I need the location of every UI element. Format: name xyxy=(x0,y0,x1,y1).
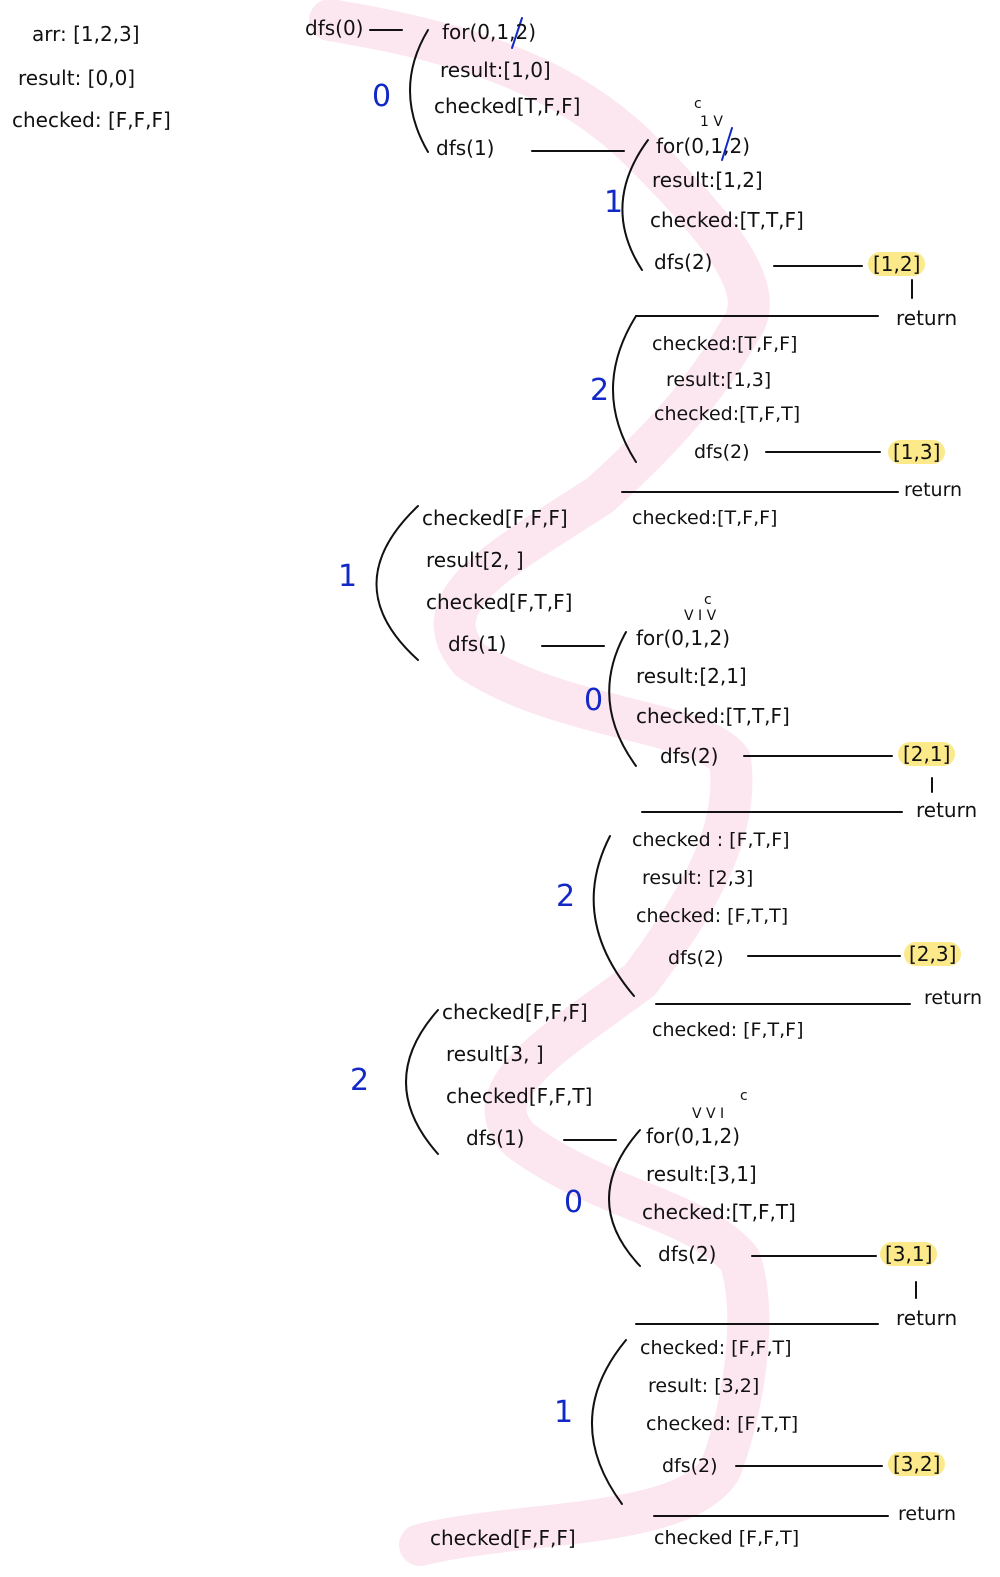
output-highlight: [2,1] xyxy=(898,742,956,766)
bracket-level1-sixth xyxy=(591,1339,627,1505)
strike-mark-1 xyxy=(511,17,523,49)
strike-mark-2 xyxy=(721,127,733,161)
checked-after: checked: [F,T,F] xyxy=(652,1019,804,1041)
checked-state: checked: [F,T,T] xyxy=(636,905,789,927)
checked-state: checked[T,F,F] xyxy=(434,94,581,118)
for-loop: for(0,1,2) xyxy=(646,1124,740,1148)
dfs-call: dfs(2) xyxy=(660,744,719,768)
output-permutation: [2,1] xyxy=(898,742,956,766)
checked-reset: checked : [F,T,F] xyxy=(632,829,790,851)
iteration-number: 1 xyxy=(604,185,624,220)
checked-state: checked:[T,F,T] xyxy=(654,403,801,425)
checked-state: checked[F,T,F] xyxy=(426,590,573,614)
iteration-number: 2 xyxy=(556,879,576,914)
output-permutation: [2,3] xyxy=(904,942,962,966)
output-highlight: [1,3] xyxy=(888,440,946,464)
result-state: result:[1,0] xyxy=(440,58,551,82)
checked-state: checked:[T,T,F] xyxy=(636,704,790,728)
return-label: return xyxy=(916,798,978,822)
execution-trace-path xyxy=(309,0,770,1566)
bracket-level1-fourth xyxy=(592,835,635,997)
header-result: result: [0,0] xyxy=(18,66,136,90)
iteration-number: 0 xyxy=(564,1185,584,1220)
output-highlight: [3,1] xyxy=(880,1242,938,1266)
output-permutation: [3,2] xyxy=(888,1452,946,1476)
return-label: return xyxy=(896,1306,958,1330)
return-label: return xyxy=(896,306,958,330)
checked-after: checked:[T,F,F] xyxy=(632,507,778,529)
pointer-mark: c xyxy=(704,592,712,608)
visited-marks: V V I xyxy=(692,1106,725,1122)
iteration-number: 0 xyxy=(372,79,392,114)
for-loop: for(0,1,2) xyxy=(636,626,730,650)
checked-state: checked[F,F,T] xyxy=(446,1084,593,1108)
dfs-call: dfs(2) xyxy=(668,947,724,969)
return-label: return xyxy=(898,1503,957,1525)
header-arr: arr: [1,2,3] xyxy=(32,22,140,46)
dfs-call: dfs(2) xyxy=(662,1455,718,1477)
dfs-call: dfs(2) xyxy=(694,441,750,463)
header-checked: checked: [F,F,F] xyxy=(12,108,171,132)
bracket-level1-first xyxy=(621,139,649,271)
dfs-call: dfs(2) xyxy=(658,1242,717,1266)
output-highlight: [3,2] xyxy=(888,1452,946,1476)
final-checked: checked[F,F,F] xyxy=(430,1526,576,1550)
iteration-number: 0 xyxy=(584,683,604,718)
bracket-level1-fifth xyxy=(608,1129,641,1267)
result-state: result:[2,1] xyxy=(636,664,747,688)
checked-reset: checked[F,F,F] xyxy=(442,1000,588,1024)
dfs-call: dfs(1) xyxy=(466,1126,525,1150)
result-state: result:[3,1] xyxy=(646,1162,757,1186)
bracket-level0-third xyxy=(405,1009,439,1155)
checked-after: checked [F,F,T] xyxy=(654,1527,800,1549)
checked-state: checked:[T,T,F] xyxy=(650,208,804,232)
return-label: return xyxy=(924,987,983,1009)
output-permutation: [3,1] xyxy=(880,1242,938,1266)
iteration-number: 2 xyxy=(590,373,610,408)
iteration-number: 2 xyxy=(350,1063,370,1098)
result-state: result:[1,3] xyxy=(666,369,772,391)
output-highlight: [2,3] xyxy=(904,942,962,966)
root-call: dfs(0) xyxy=(305,16,364,40)
bracket-level0-first xyxy=(409,29,429,153)
output-permutation: [1,2] xyxy=(868,252,926,276)
result-state: result[2, ] xyxy=(426,548,524,572)
pointer-mark: c xyxy=(740,1088,748,1104)
bracket-level1-third xyxy=(608,631,637,767)
for-loop: for(0,1,2) xyxy=(656,134,750,158)
pointer-mark: c xyxy=(694,96,702,112)
visited-marks: 1 V xyxy=(700,114,723,130)
bracket-level0-second xyxy=(375,505,419,661)
checked-reset: checked[F,F,F] xyxy=(422,506,568,530)
dfs-call: dfs(1) xyxy=(448,632,507,656)
checked-reset: checked: [F,F,T] xyxy=(640,1337,792,1359)
iteration-number: 1 xyxy=(338,559,358,594)
result-state: result: [2,3] xyxy=(642,867,754,889)
checked-state: checked: [F,T,T] xyxy=(646,1413,799,1435)
output-permutation: [1,3] xyxy=(888,440,946,464)
return-label: return xyxy=(904,479,963,501)
output-highlight: [1,2] xyxy=(868,252,926,276)
visited-marks: V I V xyxy=(684,608,717,624)
result-state: result: [3,2] xyxy=(648,1375,760,1397)
checked-reset: checked:[T,F,F] xyxy=(652,333,798,355)
dfs-call: dfs(2) xyxy=(654,250,713,274)
result-state: result:[1,2] xyxy=(652,168,763,192)
bracket-level1-second xyxy=(612,315,637,463)
dfs-call: dfs(1) xyxy=(436,136,495,160)
iteration-number: 1 xyxy=(554,1395,574,1430)
for-loop: for(0,1,2) xyxy=(442,20,536,44)
checked-state: checked:[T,F,T] xyxy=(642,1200,796,1224)
result-state: result[3, ] xyxy=(446,1042,544,1066)
